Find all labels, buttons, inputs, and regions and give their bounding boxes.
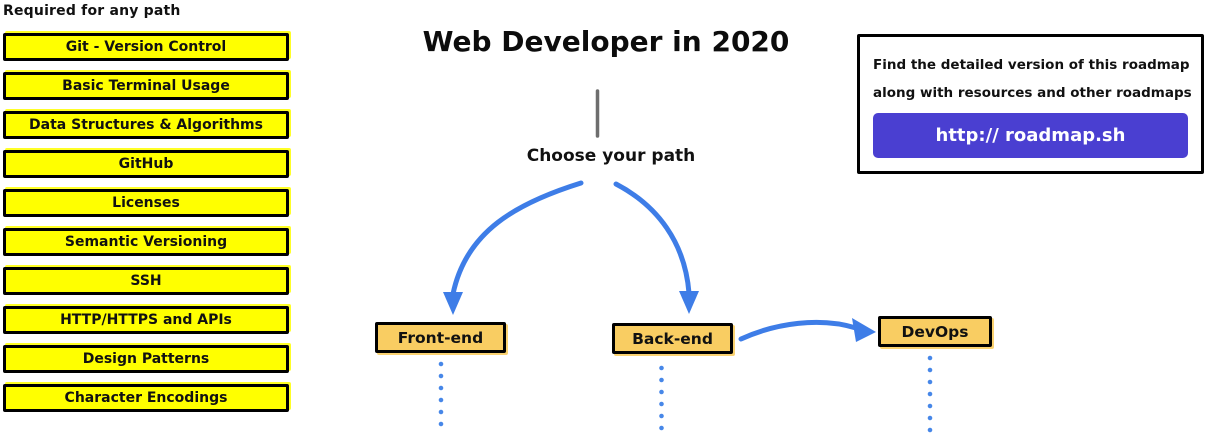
arrowhead-to-devops-icon xyxy=(852,318,876,342)
required-item-semver[interactable]: Semantic Versioning xyxy=(3,228,289,256)
arrowhead-to-backend-icon xyxy=(679,291,699,314)
required-item-http-apis[interactable]: HTTP/HTTPS and APIs xyxy=(3,306,289,334)
required-item-ssh[interactable]: SSH xyxy=(3,267,289,295)
roadmap-url-button[interactable]: http:// roadmap.sh xyxy=(873,113,1188,158)
required-item-encodings[interactable]: Character Encodings xyxy=(3,384,289,412)
page-title: Web Developer in 2020 xyxy=(422,25,790,58)
node-devops[interactable]: DevOps xyxy=(878,316,992,347)
node-front-end[interactable]: Front-end xyxy=(375,322,506,353)
arrowhead-to-frontend-icon xyxy=(443,292,463,315)
required-path-title: Required for any path xyxy=(3,3,181,19)
required-item-dsa[interactable]: Data Structures & Algorithms xyxy=(3,111,289,139)
arrow-to-backend xyxy=(613,181,692,296)
arrow-backend-to-devops xyxy=(738,319,859,342)
arrow-to-frontend xyxy=(450,180,584,297)
info-text-line-1: Find the detailed version of this roadma… xyxy=(873,57,1190,73)
required-item-licenses[interactable]: Licenses xyxy=(3,189,289,217)
required-item-design-patterns[interactable]: Design Patterns xyxy=(3,345,289,373)
required-item-github[interactable]: GitHub xyxy=(3,150,289,178)
choose-path-label: Choose your path xyxy=(526,146,696,166)
info-text-line-2: along with resources and other roadmaps xyxy=(873,85,1192,101)
required-item-terminal[interactable]: Basic Terminal Usage xyxy=(3,72,289,100)
required-item-git[interactable]: Git - Version Control xyxy=(3,33,289,61)
required-path-section: Required for any path Git - Version Cont… xyxy=(3,3,289,423)
node-back-end[interactable]: Back-end xyxy=(612,323,733,354)
info-box: Find the detailed version of this roadma… xyxy=(857,34,1204,174)
